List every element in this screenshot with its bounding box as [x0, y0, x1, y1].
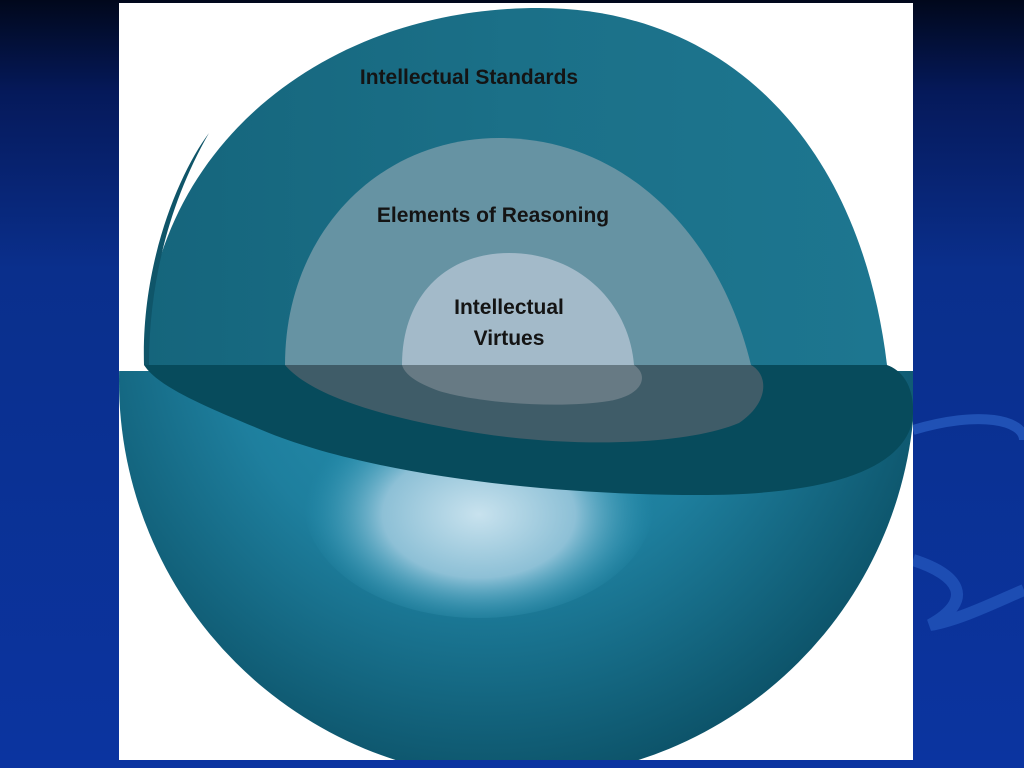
inner-layer-label-line-1: Intellectual [454, 296, 564, 319]
decorative-swoosh [911, 554, 1024, 631]
inner-layer-label-line-2: Virtues [474, 327, 545, 350]
inner-layer-section [402, 365, 642, 405]
concentric-sphere-diagram: Intellectual Standards Elements of Reaso… [119, 8, 913, 760]
outer-layer-label: Intellectual Standards [360, 66, 578, 89]
middle-layer-label: Elements of Reasoning [377, 204, 609, 227]
figure-panel: Intellectual Standards Elements of Reaso… [119, 3, 913, 760]
middle-layer-dome [285, 138, 751, 365]
inner-layer-dome [402, 253, 634, 365]
decorative-swoosh [911, 414, 1024, 441]
